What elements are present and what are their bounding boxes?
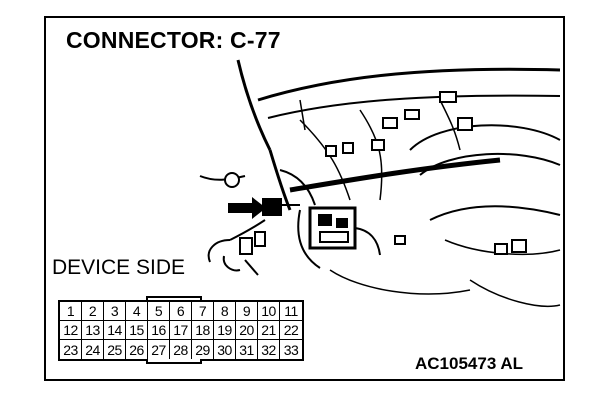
connector-pin: 14	[104, 321, 126, 340]
connector-pin: 32	[258, 340, 280, 359]
connector-lock-top	[146, 296, 202, 301]
dashboard-top-edge	[257, 67, 561, 102]
connector-pin: 11	[280, 302, 302, 321]
connector-pin: 22	[280, 321, 302, 340]
connector-pin: 18	[192, 321, 214, 340]
connector-pin: 31	[236, 340, 258, 359]
connector-pin: 9	[236, 302, 258, 321]
connector-pin: 20	[236, 321, 258, 340]
connector-pin: 29	[192, 340, 214, 359]
connector-pin: 4	[126, 302, 148, 321]
pointer-arrow-icon	[228, 197, 266, 219]
connector-pin: 28	[170, 340, 192, 359]
connector-lock-bottom	[146, 359, 202, 364]
connector-pin: 3	[104, 302, 126, 321]
connector-pin: 26	[126, 340, 148, 359]
connector-pin: 15	[126, 321, 148, 340]
connector-pin: 19	[214, 321, 236, 340]
connector-pin: 1	[60, 302, 82, 321]
connector-c77-location	[262, 198, 282, 216]
connector-pin: 17	[170, 321, 192, 340]
connector-pin: 12	[60, 321, 82, 340]
device-side-label: DEVICE SIDE	[52, 256, 186, 279]
connector-pin: 30	[214, 340, 236, 359]
dash-connector	[325, 145, 337, 157]
wiring-harness	[289, 157, 501, 193]
connector-pin: 16	[148, 321, 170, 340]
instrument-cluster	[409, 124, 561, 151]
connector-pin: 5	[148, 302, 170, 321]
connector-pin: 24	[82, 340, 104, 359]
connector-title: CONNECTOR: C-77	[66, 27, 281, 53]
dashboard-lower-edge	[267, 94, 561, 119]
connector-pin: 6	[170, 302, 192, 321]
connector-pin: 10	[258, 302, 280, 321]
connector-pin: 25	[104, 340, 126, 359]
grommet-icon	[224, 172, 240, 188]
connector-pin: 21	[258, 321, 280, 340]
figure-code: AC105473 AL	[415, 354, 524, 373]
connector-pin: 23	[60, 340, 82, 359]
connector-pin: 8	[214, 302, 236, 321]
connector-pin: 13	[82, 321, 104, 340]
connector-pin: 33	[283, 341, 299, 358]
connector-pin: 7	[192, 302, 214, 321]
connector-pin: 27	[148, 340, 170, 359]
connector-pin: 2	[82, 302, 104, 321]
